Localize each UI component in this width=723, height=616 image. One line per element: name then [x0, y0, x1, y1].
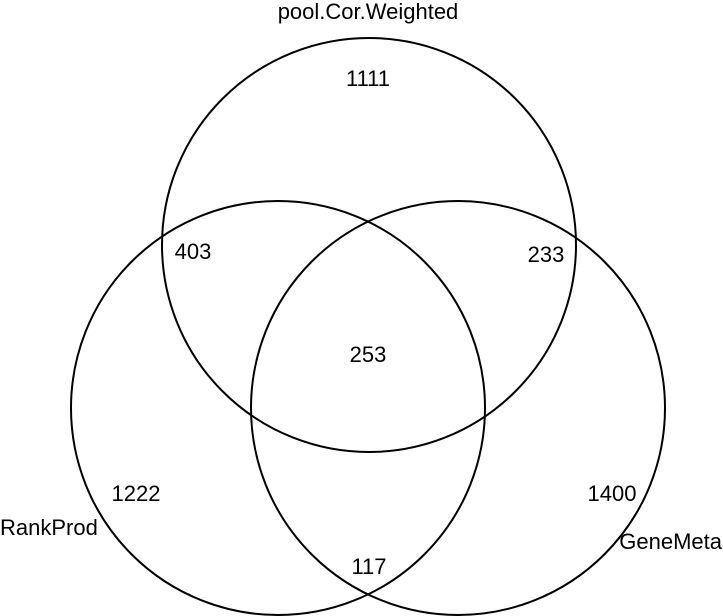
- set-circle-top: [161, 37, 577, 453]
- set-circle-right: [250, 200, 666, 616]
- count-right-only: 1400: [588, 481, 637, 506]
- set-label-right: GeneMeta: [619, 529, 722, 554]
- set-label-left: RankProd: [0, 515, 98, 540]
- count-left-only: 1222: [112, 481, 161, 506]
- count-left-right: 117: [351, 554, 386, 579]
- count-top-right: 233: [528, 242, 565, 267]
- set-label-top: pool.Cor.Weighted: [278, 0, 459, 24]
- count-all-three: 253: [350, 342, 387, 367]
- set-circle-left: [70, 200, 486, 616]
- count-top-only: 1111: [346, 66, 390, 91]
- count-top-left: 403: [175, 239, 212, 264]
